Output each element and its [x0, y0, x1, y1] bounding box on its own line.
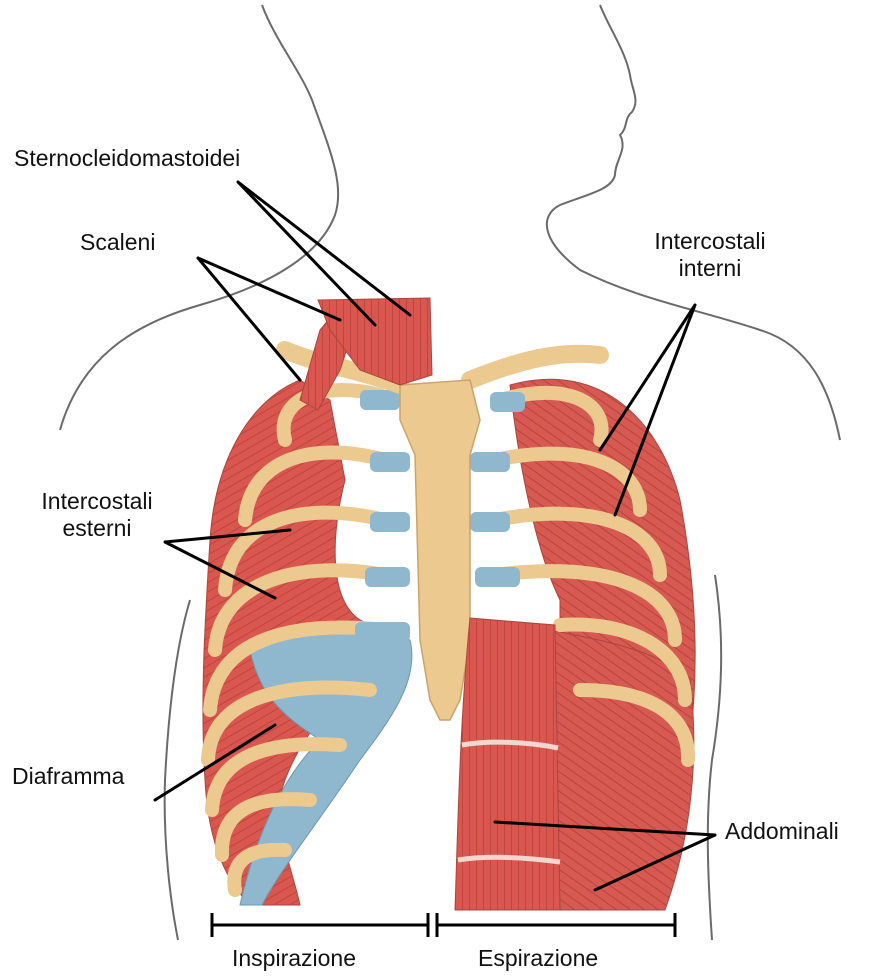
arm-left-outline: [165, 600, 190, 940]
external-intercostals-label-line2: esterni: [32, 515, 162, 542]
expiration-bracket: [437, 913, 675, 937]
internal-intercostals-label-line2: interni: [640, 255, 780, 282]
face-profile-outline: [547, 5, 840, 440]
scalenes-label: Scaleni: [80, 229, 155, 256]
internal-intercostals-label-line1: Intercostali: [640, 228, 780, 255]
left-rib-cage: [203, 380, 412, 905]
neck-left-outline: [60, 5, 338, 430]
internal-intercostals-label: Intercostali interni: [640, 228, 780, 282]
abdominals-label: Addominali: [725, 818, 839, 845]
arm-right-outline: [708, 575, 721, 940]
phase-brackets: [212, 913, 675, 937]
inspiration-label: Inspirazione: [232, 945, 356, 972]
external-intercostals-label: Intercostali esterni: [32, 488, 162, 542]
inspiration-bracket: [212, 913, 428, 937]
expiration-label: Espirazione: [478, 945, 598, 972]
diaphragm-label: Diaframma: [12, 763, 124, 790]
right-clavicle: [470, 354, 600, 380]
external-intercostals-label-line1: Intercostali: [32, 488, 162, 515]
rectus-abdominis: [455, 618, 560, 910]
sternocleidomastoid-label: Sternocleidomastoidei: [14, 145, 240, 172]
